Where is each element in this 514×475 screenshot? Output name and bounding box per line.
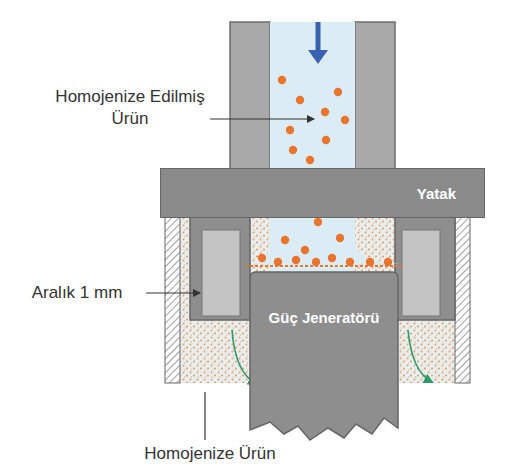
particle [289,146,297,154]
particle [322,136,330,144]
leader-line [210,118,314,119]
particle [281,236,289,244]
generator-outline [248,268,400,444]
leader-line [204,392,205,440]
housing-wall [165,216,180,383]
channel-flare [250,240,400,264]
stator [190,216,250,320]
particle [334,88,342,96]
stator-slot [202,230,240,316]
shear-gap [245,265,402,267]
particle [384,258,392,266]
stator-slot [402,230,440,316]
bearing-block: Yatak [160,168,485,218]
flow-arrow [408,330,432,382]
particle [346,258,354,266]
particle [296,96,304,104]
node-label: Yatak [417,184,456,203]
particle [278,76,286,84]
particle [321,108,329,116]
inlet-channel [270,22,355,272]
housing-wall [455,216,470,383]
leader-line [146,292,200,293]
particle [292,256,300,264]
inlet-wall [230,22,270,170]
particle [336,234,344,242]
particle [301,246,309,254]
power-generator: Güç Jeneratörü [248,268,400,444]
stator [395,216,455,320]
node-label: Güç Jeneratörü [269,308,380,327]
part-label: Homojenize Edilmiş Ürün [52,86,208,130]
inlet-wall [355,22,395,170]
particle [274,258,282,266]
particle [286,126,294,134]
particle [328,254,336,262]
particle [306,156,314,164]
particle [341,116,349,124]
flow-arrowhead [308,50,328,64]
particle [314,218,322,226]
particle [312,258,320,266]
part-label: Aralık 1 mm [8,282,146,304]
part-label: Homojenize Ürün [110,443,310,465]
particle [258,254,266,262]
particle [366,258,374,266]
